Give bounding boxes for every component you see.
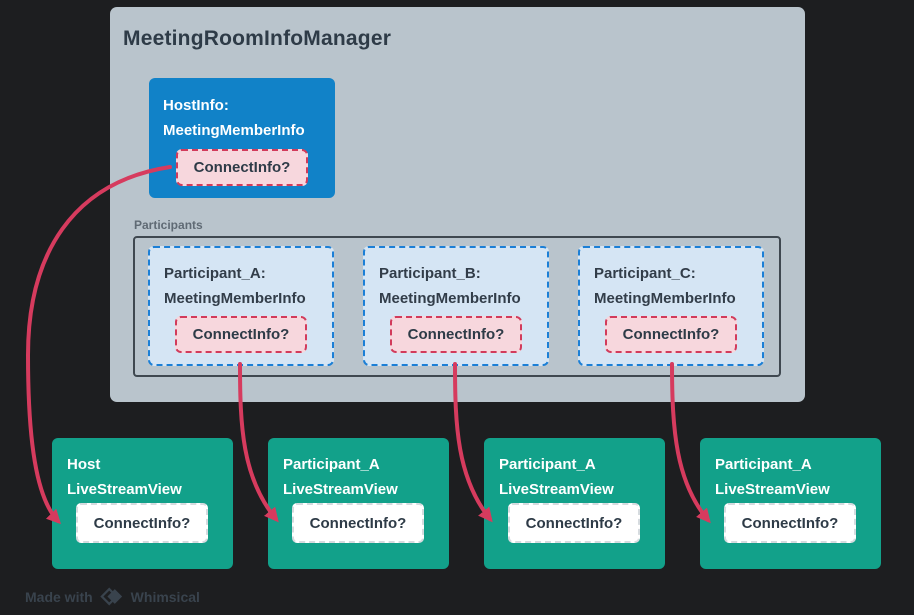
host-info-node[interactable]: HostInfo: MeetingMemberInfo ConnectInfo? — [149, 78, 335, 198]
participant-a-live-stream-view-node-2[interactable]: Participant_A LiveStreamView ConnectInfo… — [484, 438, 665, 569]
stream-2-connect-info-chip[interactable]: ConnectInfo? — [508, 503, 640, 543]
participant-a-name: Participant_A: — [164, 265, 266, 282]
participant-b-connect-info-chip[interactable]: ConnectInfo? — [390, 316, 522, 353]
stream-1-type: LiveStreamView — [283, 481, 398, 498]
watermark-prefix: Made with — [25, 588, 93, 605]
host-connect-info-chip[interactable]: ConnectInfo? — [176, 149, 308, 186]
participant-a-connect-info-chip[interactable]: ConnectInfo? — [175, 316, 307, 353]
participant-a-live-stream-view-node-1[interactable]: Participant_A LiveStreamView ConnectInfo… — [268, 438, 449, 569]
stream-3-connect-info-chip[interactable]: ConnectInfo? — [724, 503, 856, 543]
manager-title: MeetingRoomInfoManager — [123, 27, 392, 50]
stream-1-label: Participant_A LiveStreamView — [283, 452, 398, 502]
host-type: MeetingMemberInfo — [163, 122, 305, 139]
participant-b-name: Participant_B: — [379, 265, 481, 282]
host-stream-type: LiveStreamView — [67, 481, 182, 498]
participant-a-label: Participant_A: MeetingMemberInfo — [164, 261, 306, 311]
participants-group-container[interactable]: Participant_A: MeetingMemberInfo Connect… — [133, 236, 781, 377]
participant-c-node[interactable]: Participant_C: MeetingMemberInfo Connect… — [578, 246, 764, 366]
participant-c-name: Participant_C: — [594, 265, 696, 282]
stream-2-label: Participant_A LiveStreamView — [499, 452, 614, 502]
stream-3-type: LiveStreamView — [715, 481, 830, 498]
watermark-brand: Whimsical — [130, 588, 200, 605]
host-stream-label: Host LiveStreamView — [67, 452, 182, 502]
participant-c-label: Participant_C: MeetingMemberInfo — [594, 261, 736, 311]
host-name: HostInfo: — [163, 97, 229, 114]
host-live-stream-view-node[interactable]: Host LiveStreamView ConnectInfo? — [52, 438, 233, 569]
stream-1-connect-info-chip[interactable]: ConnectInfo? — [292, 503, 424, 543]
stream-3-label: Participant_A LiveStreamView — [715, 452, 830, 502]
participant-a-node[interactable]: Participant_A: MeetingMemberInfo Connect… — [148, 246, 334, 366]
stream-2-name: Participant_A — [499, 456, 596, 473]
whimsical-watermark[interactable]: Made with Whimsical — [25, 587, 200, 606]
stream-3-name: Participant_A — [715, 456, 812, 473]
host-stream-name: Host — [67, 456, 101, 473]
participant-b-label: Participant_B: MeetingMemberInfo — [379, 261, 521, 311]
participant-a-type: MeetingMemberInfo — [164, 290, 306, 307]
host-stream-connect-info-chip[interactable]: ConnectInfo? — [76, 503, 208, 543]
participant-b-node[interactable]: Participant_B: MeetingMemberInfo Connect… — [363, 246, 549, 366]
participants-group-label: Participants — [134, 218, 203, 232]
stream-2-type: LiveStreamView — [499, 481, 614, 498]
participant-c-type: MeetingMemberInfo — [594, 290, 736, 307]
host-info-label: HostInfo: MeetingMemberInfo — [163, 93, 305, 143]
whimsical-logo-icon — [99, 587, 124, 606]
stream-1-name: Participant_A — [283, 456, 380, 473]
participant-a-live-stream-view-node-3[interactable]: Participant_A LiveStreamView ConnectInfo… — [700, 438, 881, 569]
meeting-room-info-manager-container[interactable]: MeetingRoomInfoManager HostInfo: Meeting… — [110, 7, 805, 402]
participant-c-connect-info-chip[interactable]: ConnectInfo? — [605, 316, 737, 353]
participant-b-type: MeetingMemberInfo — [379, 290, 521, 307]
